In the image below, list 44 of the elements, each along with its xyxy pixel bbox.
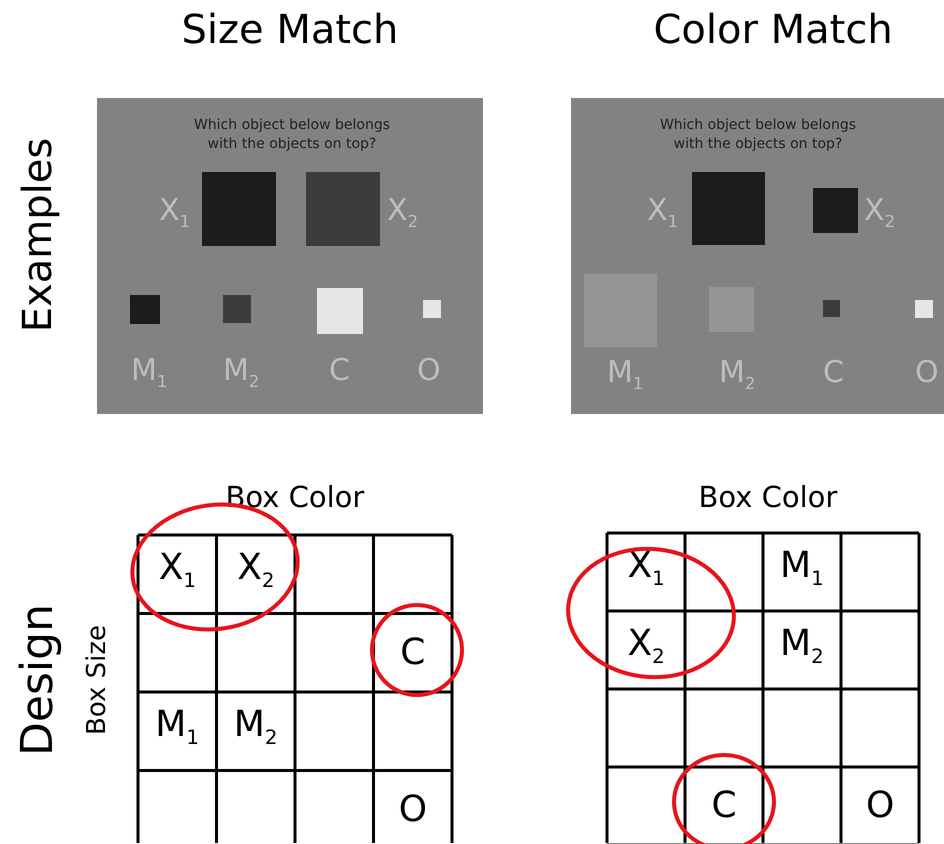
cell-text: M$_{2}$ (780, 624, 824, 670)
cell-text: X$_{2}$ (628, 624, 665, 670)
object-label: O (417, 354, 441, 388)
stimulus-square (317, 288, 363, 334)
cell-text: O (398, 790, 428, 830)
stimulus-square (823, 300, 840, 317)
object-label: M$_{1}$ (607, 356, 644, 395)
object-label: M$_{2}$ (719, 356, 756, 395)
cell-text: X$_{1}$ (158, 548, 196, 594)
object-label: X$_{1}$ (159, 194, 190, 233)
object-label: X$_{1}$ (647, 194, 678, 233)
cell-text: C (400, 632, 426, 673)
object-label: O (915, 356, 939, 390)
column-title: Color Match (654, 8, 893, 52)
axis-label: Box Size (82, 625, 112, 735)
stimulus-square (692, 172, 765, 245)
stimulus-square (306, 172, 380, 246)
object-label: X$_{2}$ (864, 194, 896, 233)
stimulus-panel (97, 98, 483, 414)
cell-text: O (866, 786, 894, 826)
object-label: M$_{1}$ (131, 354, 168, 393)
column-title: Size Match (182, 8, 398, 52)
stimulus-square (223, 295, 251, 323)
cell-text: M$_{1}$ (780, 546, 824, 592)
object-label: X$_{2}$ (387, 194, 418, 233)
stimulus-square (423, 300, 441, 318)
row-title: Design (14, 604, 62, 756)
stimulus-square (202, 172, 276, 246)
axis-label: Box Color (698, 480, 838, 514)
object-label: M$_{2}$ (223, 354, 260, 393)
cell-text: C (712, 786, 737, 826)
cell-text: X$_{2}$ (237, 548, 275, 594)
stimulus-square (915, 300, 933, 318)
object-label: C (329, 354, 350, 388)
stimulus-panel (571, 98, 944, 414)
cell-text: M$_{1}$ (155, 704, 199, 751)
question-text: Which object below belongs with the objects on top? (658, 116, 858, 154)
cell-text: M$_{2}$ (234, 704, 278, 751)
stimulus-square (813, 188, 858, 233)
row-title: Examples (16, 138, 60, 332)
question-text: Which object below belongs with the objects on top? (192, 116, 392, 154)
stimulus-square (130, 295, 160, 324)
cell-text: X$_{1}$ (628, 546, 665, 592)
object-label: C (823, 356, 844, 390)
